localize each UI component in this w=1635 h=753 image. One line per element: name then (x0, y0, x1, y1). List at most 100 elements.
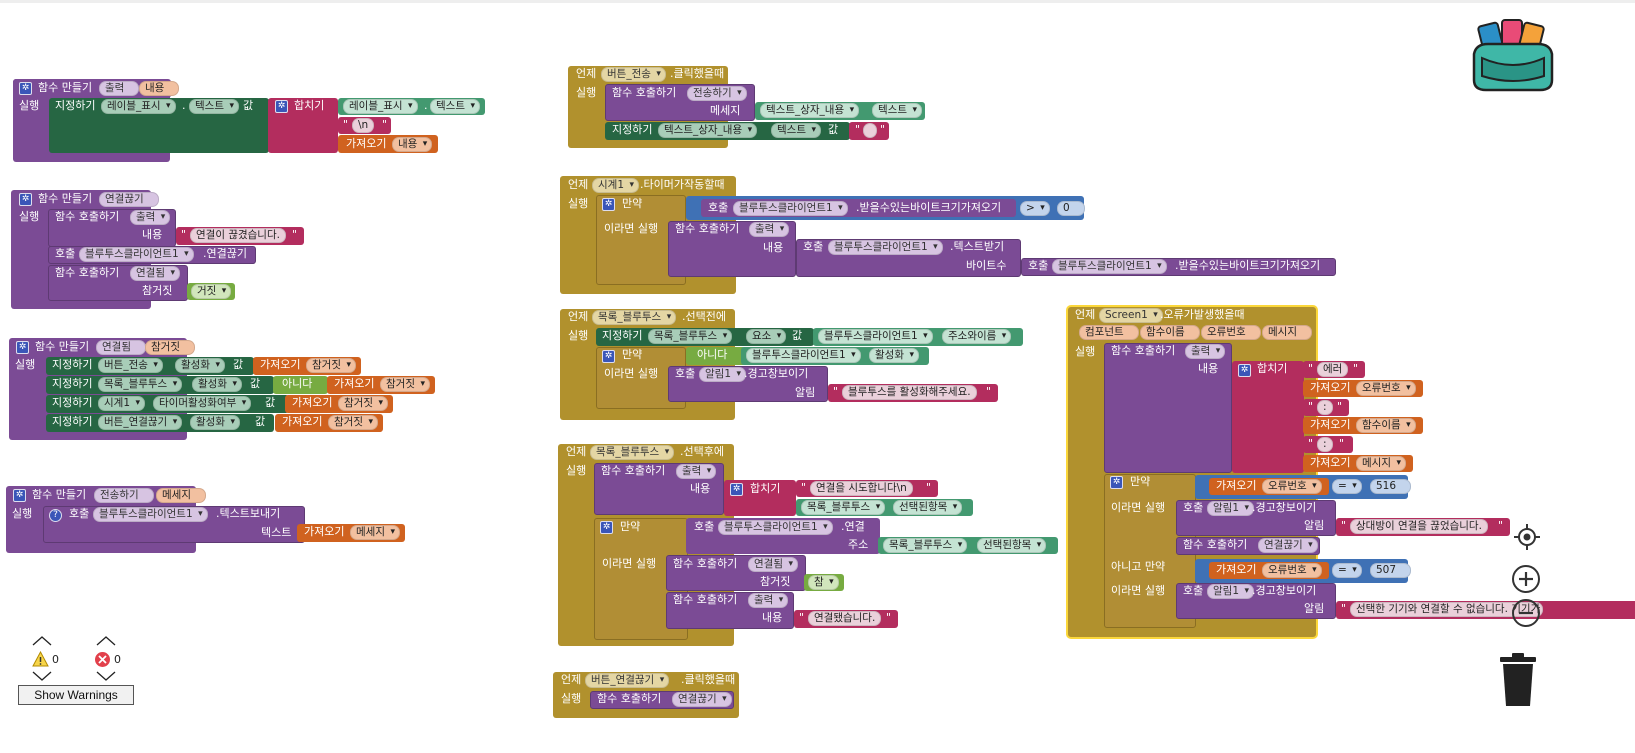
number-field[interactable]: 516 (1370, 479, 1412, 494)
variable-dropdown[interactable]: 메시지 (1356, 456, 1406, 471)
variable-dropdown[interactable]: 함수이름 (1356, 418, 1416, 433)
property-dropdown[interactable]: 텍스트 (872, 103, 922, 118)
variable-dropdown[interactable]: 오류번호 (1262, 479, 1322, 494)
component-dropdown[interactable]: 레이블_표시 (101, 99, 176, 114)
procedure-dropdown[interactable]: 연결됨 (748, 557, 798, 572)
property-dropdown[interactable]: 요소 (746, 329, 787, 344)
property-dropdown[interactable]: 활성화 (190, 415, 240, 430)
call-show-alert[interactable] (1176, 583, 1336, 619)
component-dropdown[interactable]: 버튼_전송 (601, 67, 666, 82)
component-dropdown[interactable]: 시계1 (592, 178, 640, 193)
gear-icon[interactable]: ✲ (1238, 364, 1251, 377)
gear-icon[interactable]: ✲ (275, 100, 288, 113)
property-dropdown[interactable]: 텍스트 (189, 99, 239, 114)
component-dropdown[interactable]: 목록_블루투스 (883, 538, 968, 553)
procedure-dropdown[interactable]: 출력 (749, 222, 790, 237)
procedure-param[interactable]: 참거짓 (145, 340, 195, 355)
property-dropdown[interactable]: 텍스트 (771, 123, 821, 138)
component-dropdown[interactable]: 알림1 (1207, 584, 1255, 599)
join-block[interactable] (1232, 361, 1304, 473)
show-warnings-button[interactable]: Show Warnings (18, 685, 134, 705)
variable-dropdown[interactable]: 내용 (392, 137, 433, 152)
property-dropdown[interactable]: 활성화 (175, 358, 225, 373)
text-value[interactable] (863, 123, 877, 138)
procedure-dropdown[interactable]: 연결끊기 (1258, 538, 1318, 553)
warning-down-arrow[interactable] (32, 671, 52, 681)
gear-icon[interactable]: ✲ (19, 82, 32, 95)
gear-icon[interactable]: ✲ (602, 350, 615, 363)
gear-icon[interactable]: ✲ (13, 489, 26, 502)
component-dropdown[interactable]: 레이블_표시 (343, 99, 418, 114)
component-dropdown[interactable]: 블루투스클라이언트1 (93, 507, 208, 522)
event-param[interactable]: 메시지 (1262, 325, 1312, 340)
variable-dropdown[interactable]: 메세지 (350, 525, 400, 540)
component-dropdown[interactable]: 블루투스클라이언트1 (733, 201, 848, 216)
procedure-dropdown[interactable]: 연결됨 (130, 266, 180, 281)
component-dropdown[interactable]: 버튼_전송 (98, 358, 163, 373)
variable-dropdown[interactable]: 참거짓 (338, 396, 388, 411)
call-print-block[interactable] (668, 221, 796, 277)
gear-icon[interactable]: ✲ (1110, 476, 1123, 489)
operator-dropdown[interactable]: > (1020, 201, 1050, 216)
number-field[interactable]: 507 (1370, 563, 1412, 578)
component-dropdown[interactable]: 텍스트_상자_내용 (760, 103, 860, 118)
variable-dropdown[interactable]: 오류번호 (1356, 381, 1416, 396)
text-value[interactable]: \n (352, 118, 375, 133)
event-param[interactable]: 컴포넌트 (1079, 325, 1139, 340)
component-dropdown[interactable]: 블루투스클라이언트1 (718, 520, 833, 535)
variable-dropdown[interactable]: 참거짓 (328, 415, 378, 430)
locate-icon[interactable] (1513, 523, 1541, 551)
component-dropdown[interactable]: 블루투스클라이언트1 (828, 240, 943, 255)
operator-dropdown[interactable]: = (1332, 479, 1362, 494)
question-icon[interactable]: ? (49, 509, 62, 522)
text-value[interactable]: : (1317, 400, 1333, 415)
component-dropdown[interactable]: 블루투스클라이언트1 (818, 329, 933, 344)
text-value[interactable]: 상대방이 연결을 끊었습니다. (1350, 519, 1488, 534)
component-dropdown[interactable]: 알림1 (1207, 501, 1255, 516)
component-dropdown[interactable]: 블루투스클라이언트1 (746, 348, 861, 363)
component-dropdown[interactable]: 버튼_연결끊기 (98, 415, 183, 430)
call-print-block[interactable] (1104, 343, 1232, 473)
property-dropdown[interactable]: 타이머활성화여부 (153, 396, 252, 411)
property-dropdown[interactable]: 선택된항목 (893, 500, 963, 515)
component-dropdown[interactable]: 시계1 (98, 396, 146, 411)
text-value[interactable]: 연결이 끊겼습니다. (190, 228, 286, 243)
operator-dropdown[interactable]: = (1332, 563, 1362, 578)
text-value[interactable]: 블루투스를 활성화해주세요. (842, 385, 977, 400)
procedure-dropdown[interactable]: 전송하기 (687, 86, 747, 101)
procedure-param[interactable]: 내용 (139, 81, 180, 96)
gear-icon[interactable]: ✲ (600, 521, 613, 534)
component-dropdown[interactable]: Screen1 (1099, 308, 1163, 323)
procedure-name-field[interactable]: 출력 (99, 81, 140, 96)
text-value[interactable]: : (1317, 437, 1333, 452)
not-block[interactable] (686, 347, 746, 365)
component-dropdown[interactable]: 버튼_연결끊기 (585, 673, 670, 688)
warning-up-arrow[interactable] (32, 636, 52, 646)
procedure-dropdown[interactable]: 출력 (1185, 344, 1226, 359)
gear-icon[interactable]: ✲ (730, 483, 743, 496)
property-dropdown[interactable]: 텍스트 (430, 99, 480, 114)
event-param[interactable]: 오류번호 (1201, 325, 1261, 340)
procedure-dropdown[interactable]: 출력 (676, 464, 717, 479)
event-param[interactable]: 함수이름 (1140, 325, 1200, 340)
text-value[interactable]: 에러 (1317, 362, 1349, 377)
error-down-arrow[interactable] (96, 671, 116, 681)
component-dropdown[interactable]: 텍스트_상자_내용 (658, 123, 758, 138)
procedure-param[interactable]: 메세지 (156, 488, 206, 503)
procedure-dropdown[interactable]: 출력 (130, 210, 171, 225)
variable-dropdown[interactable]: 참거짓 (380, 377, 430, 392)
error-up-arrow[interactable] (96, 636, 116, 646)
property-dropdown[interactable]: 활성화 (192, 377, 242, 392)
text-value[interactable]: 선택한 기기와 연결할 수 없습니다. 기기가 (1350, 602, 1544, 617)
component-dropdown[interactable]: 목록_블루투스 (801, 500, 886, 515)
zoom-in-icon[interactable] (1511, 564, 1541, 594)
component-dropdown[interactable]: 블루투스클라이언트1 (79, 247, 194, 262)
boolean-dropdown[interactable]: 거짓 (191, 284, 232, 299)
not-block[interactable] (273, 376, 328, 394)
property-dropdown[interactable]: 선택된항목 (977, 538, 1047, 553)
component-dropdown[interactable]: 목록_블루투스 (648, 329, 733, 344)
property-dropdown[interactable]: 활성화 (869, 348, 919, 363)
component-dropdown[interactable]: 알림1 (699, 367, 747, 382)
gear-icon[interactable]: ✲ (16, 341, 29, 354)
